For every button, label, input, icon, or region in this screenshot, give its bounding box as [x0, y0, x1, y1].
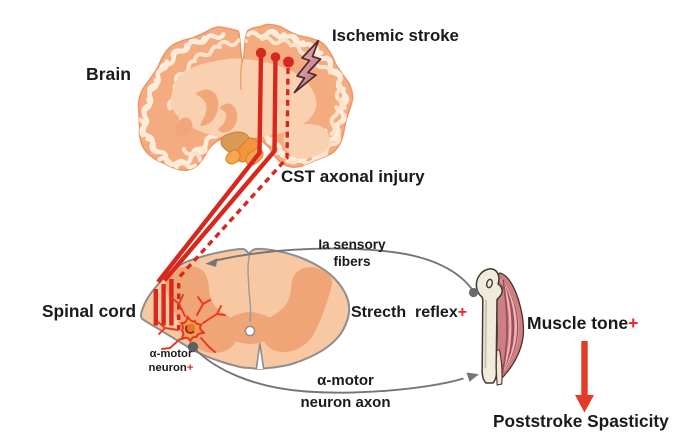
- reflex-arc-fibers: [194, 247, 475, 394]
- ischemic-stroke-label: Ischemic stroke: [332, 25, 459, 45]
- spinal-cord-label: Spinal cord: [42, 300, 137, 321]
- ia-sensory-fiber-curve: [212, 247, 475, 293]
- cst-tract-lines: [153, 52, 290, 330]
- ia-muscle-dot: [468, 287, 479, 298]
- bone-foramen: [485, 278, 494, 289]
- cst-line-dashed: [177, 67, 290, 280]
- cst-dot-1: [255, 47, 267, 59]
- cst-axonal-injury-label: CST axonal injury: [281, 167, 425, 186]
- down-arrow-icon: [575, 341, 594, 413]
- motor-axon-curve: [194, 348, 464, 394]
- alpha-motor-neuron-plus: +: [186, 362, 194, 374]
- stretch-reflex-plus: +: [457, 304, 468, 321]
- cst-dot-2: [270, 52, 281, 62]
- brain-label: Brain: [86, 64, 131, 84]
- brain-illustration: [137, 23, 354, 172]
- neuron-axon-dot: [187, 341, 199, 353]
- motor-neuron-icon: [157, 294, 226, 353]
- poststroke-spasticity-label: Poststroke Spasticity: [493, 411, 669, 431]
- central-canal: [244, 325, 256, 337]
- bone: [475, 268, 503, 384]
- muscle-tone-label: Muscle tone+: [527, 313, 639, 333]
- anterior-fissure-notch: [255, 342, 265, 370]
- axon-arrowhead: [466, 372, 479, 382]
- cst-line-1: [156, 52, 264, 284]
- ia-arrowhead: [205, 258, 218, 267]
- muscle-bottom-tendon: [495, 349, 503, 386]
- cst-line-2: [162, 56, 278, 282]
- brainstem-illustration: [220, 131, 264, 166]
- cst-dot-3: [283, 56, 294, 68]
- muscle-bone-illustration: [475, 268, 525, 386]
- cst-origin-dots: [255, 47, 294, 68]
- stretch-reflex-label: Strecth reflex+: [351, 304, 468, 321]
- muscle-tone-plus: +: [628, 313, 639, 333]
- bone-inner-shading: [484, 299, 487, 369]
- lightning-bolt-icon: [293, 39, 322, 94]
